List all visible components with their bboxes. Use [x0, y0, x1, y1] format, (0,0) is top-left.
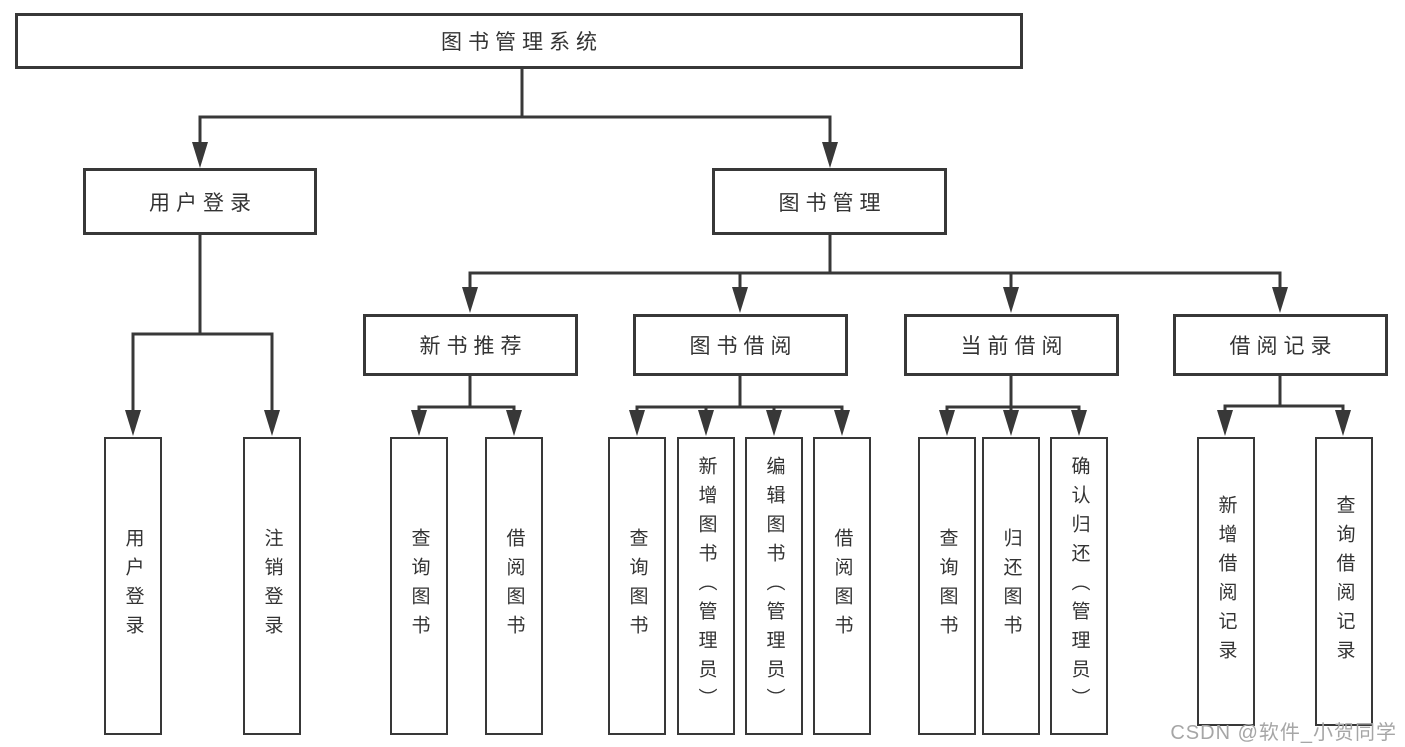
leaf-query-borrow-record-label: 查询借阅记录: [1333, 494, 1355, 669]
leaf-borrow-book-recommend: 借阅图书: [485, 437, 543, 735]
leaf-add-borrow-record: 新增借阅记录: [1197, 437, 1255, 726]
leaf-confirm-return-admin: 确认归还（管理员）: [1050, 437, 1108, 735]
edge-book-mgmt-children: [468, 235, 1282, 291]
edge-root-to-level2: [198, 68, 832, 146]
node-new-book-recommend: 新书推荐: [363, 314, 578, 376]
leaf-return-book-label: 归还图书: [1000, 528, 1022, 644]
node-current-borrow-label: 当前借阅: [960, 335, 1069, 358]
edge-user-login-children: [131, 235, 274, 414]
node-book-borrow: 图书借阅: [633, 314, 848, 376]
leaf-return-book: 归还图书: [982, 437, 1040, 735]
edge-borrow-record-children: [1223, 376, 1345, 414]
leaf-user-login-label: 用户登录: [122, 528, 144, 644]
leaf-add-book-admin: 新增图书（管理员）: [677, 437, 735, 735]
node-root-label: 图书管理系统: [441, 31, 603, 54]
node-user-login: 用户登录: [83, 168, 317, 235]
node-new-book-recommend-label: 新书推荐: [419, 335, 528, 358]
leaf-borrow-book-label: 借阅图书: [831, 528, 853, 644]
leaf-query-book-recommend: 查询图书: [390, 437, 448, 735]
leaf-query-borrow-record: 查询借阅记录: [1315, 437, 1373, 726]
leaf-query-book-current: 查询图书: [918, 437, 976, 735]
leaf-borrow-book-recommend-label: 借阅图书: [503, 528, 525, 644]
leaf-edit-book-admin: 编辑图书（管理员）: [745, 437, 803, 735]
arrowheads: [125, 142, 1351, 436]
node-book-management-label: 图书管理: [778, 191, 887, 215]
leaf-user-login: 用户登录: [104, 437, 162, 735]
edge-new-book-children: [417, 376, 516, 414]
csdn-watermark: CSDN @软件_小贺同学: [1170, 722, 1397, 744]
leaf-add-borrow-record-label: 新增借阅记录: [1215, 494, 1237, 669]
leaf-borrow-book: 借阅图书: [813, 437, 871, 735]
leaf-query-book-borrow-label: 查询图书: [626, 528, 648, 644]
leaf-logout-login-label: 注销登录: [261, 528, 283, 644]
leaf-query-book-recommend-label: 查询图书: [408, 528, 430, 644]
node-borrow-record: 借阅记录: [1173, 314, 1388, 376]
leaf-logout-login: 注销登录: [243, 437, 301, 735]
leaf-query-book-borrow: 查询图书: [608, 437, 666, 735]
node-current-borrow: 当前借阅: [904, 314, 1119, 376]
node-root: 图书管理系统: [15, 13, 1023, 69]
node-book-management: 图书管理: [712, 168, 947, 235]
leaf-add-book-admin-label: 新增图书（管理员）: [695, 455, 717, 717]
node-borrow-record-label: 借阅记录: [1229, 335, 1338, 358]
node-user-login-label: 用户登录: [149, 191, 257, 215]
edge-current-borrow-children: [945, 376, 1081, 414]
edge-book-borrow-children: [635, 376, 844, 414]
leaf-query-book-current-label: 查询图书: [936, 528, 958, 644]
node-book-borrow-label: 图书借阅: [689, 335, 798, 358]
leaf-edit-book-admin-label: 编辑图书（管理员）: [763, 455, 785, 717]
leaf-confirm-return-admin-label: 确认归还（管理员）: [1068, 455, 1090, 717]
